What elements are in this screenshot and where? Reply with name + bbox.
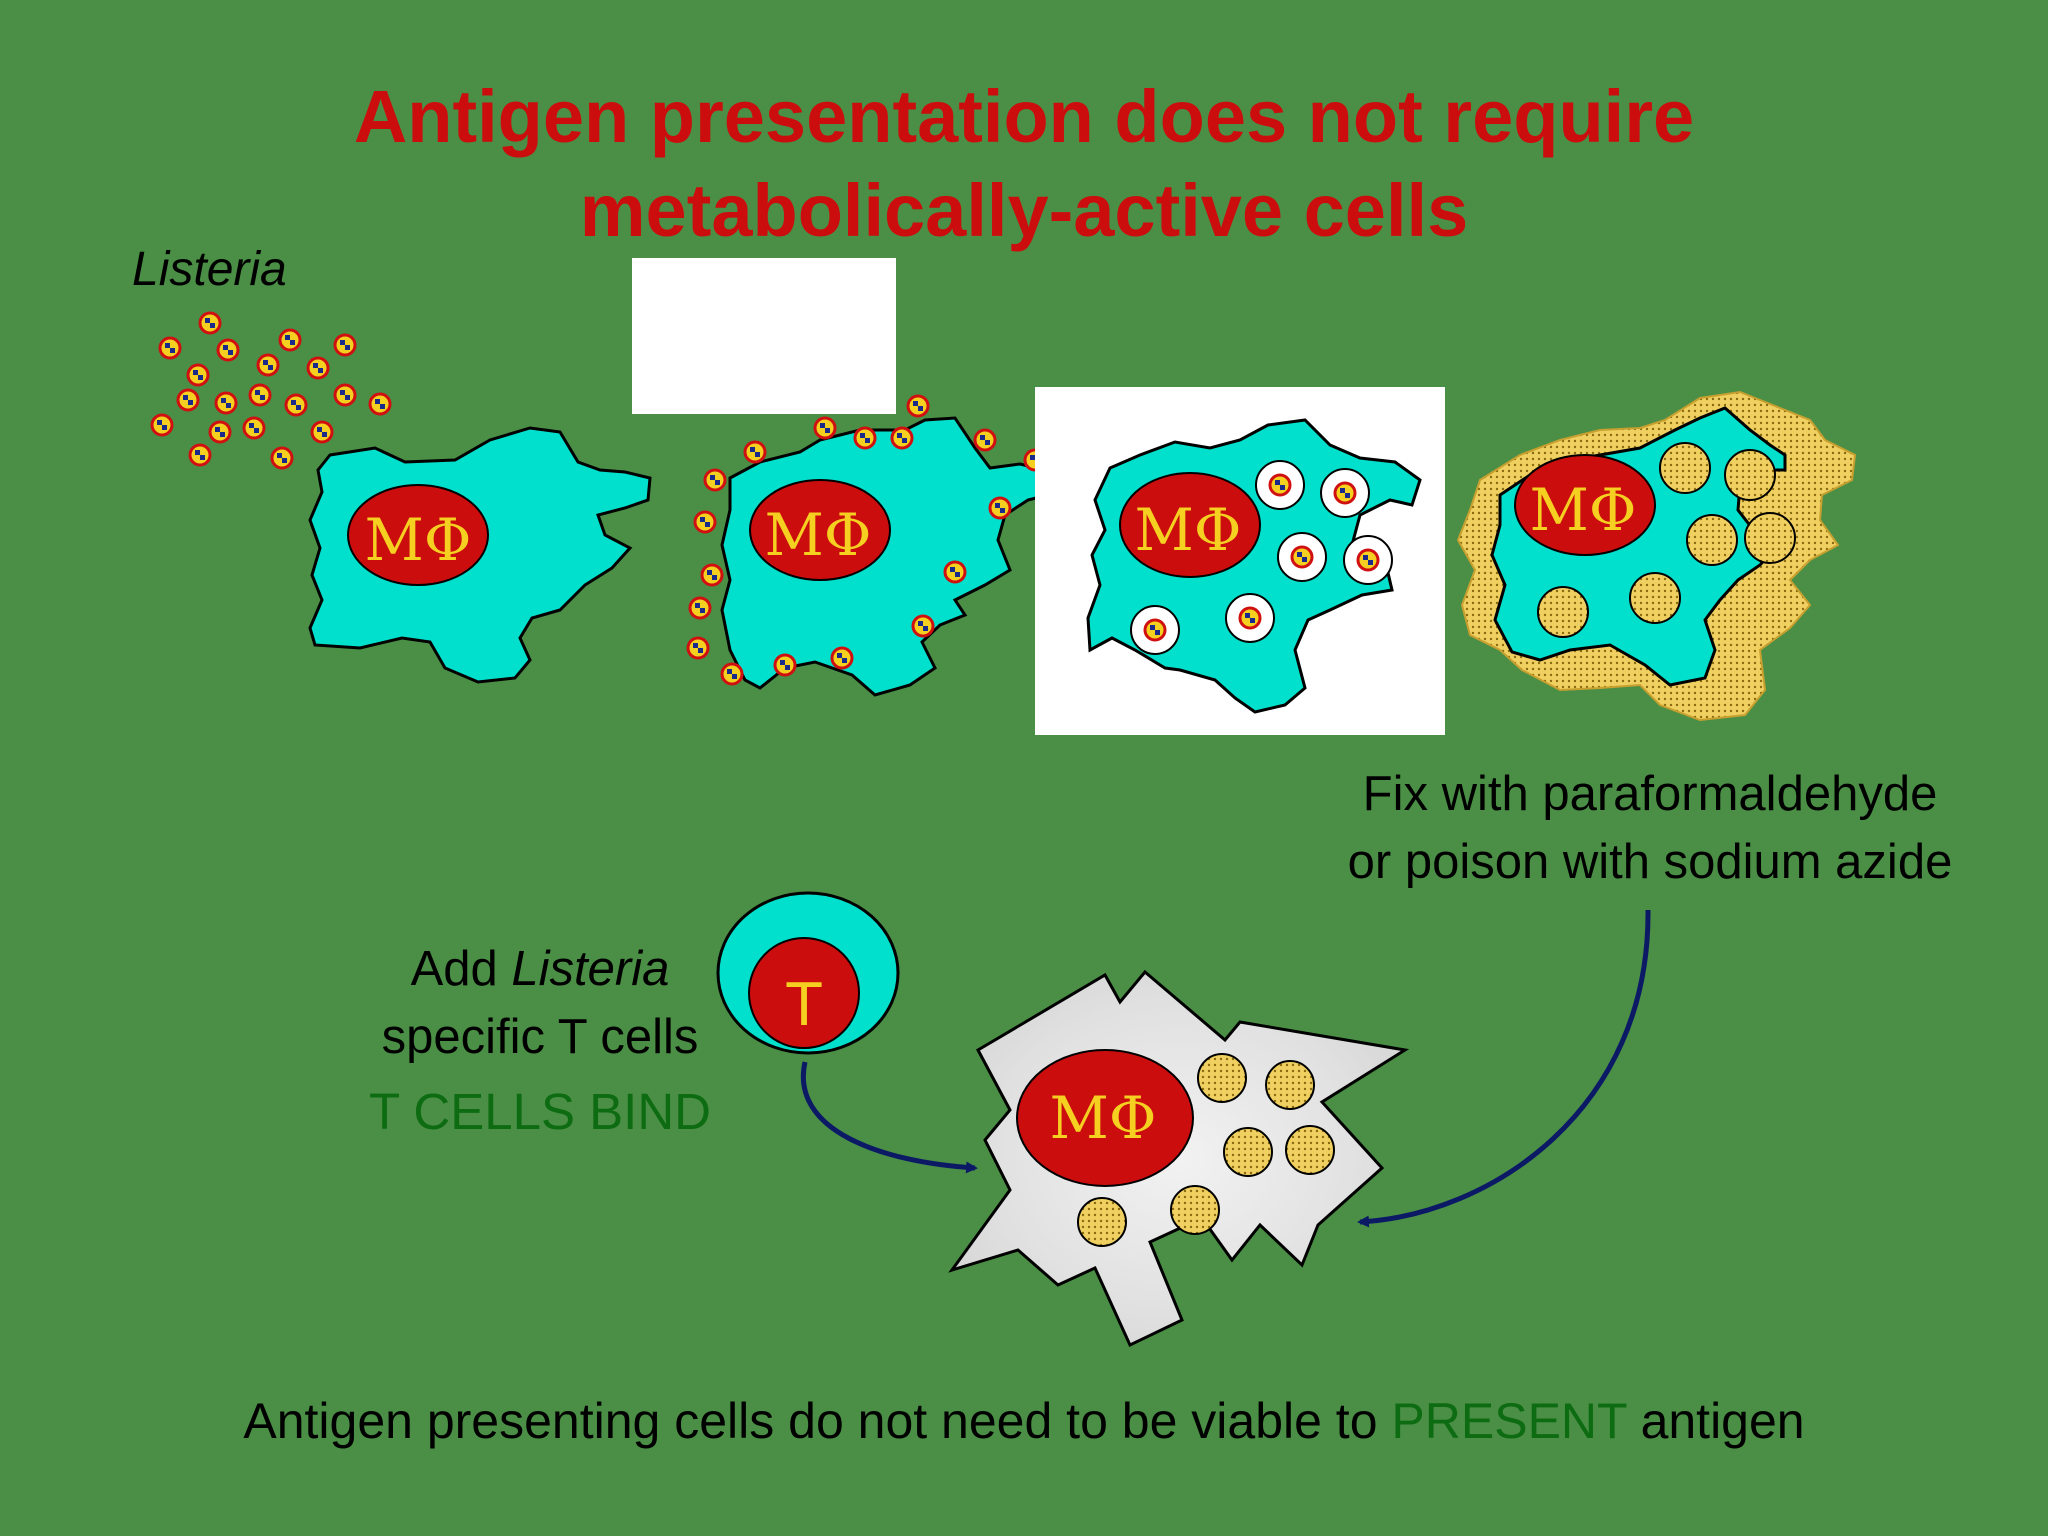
fixation-arrow — [1357, 909, 1651, 1228]
macrophage-with-listeria: MΦ — [686, 394, 1050, 697]
add-line-2: specific T cells — [381, 1010, 699, 1064]
conclusion-suffix: antigen — [1626, 1393, 1805, 1449]
title-line-1: Antigen presentation does not require — [353, 75, 1695, 158]
page-title: Antigen presentation does not require me… — [0, 70, 2048, 258]
title-line-2: metabolically-active cells — [579, 169, 1469, 252]
fixation-caption: Fix with paraformaldehyde or poison with… — [1240, 760, 2048, 896]
listeria-label: Listeria — [132, 243, 287, 296]
listeria-bacteria-cluster — [150, 311, 392, 470]
t-cell-label: T — [785, 970, 823, 1039]
macrophage-label: MΦ — [1135, 496, 1242, 564]
macrophage-label: MΦ — [765, 501, 872, 569]
macrophage-label: MΦ — [1530, 476, 1637, 544]
macrophage-fixed: MΦ — [1456, 390, 1857, 722]
nucleus — [1514, 454, 1656, 556]
t-cells-bind-label: T CELLS BIND — [368, 1083, 711, 1140]
t-cell: T — [716, 891, 900, 1055]
t-cell-arrow — [800, 1061, 978, 1174]
nucleus — [1119, 472, 1261, 578]
add-listeria-italic: Listeria — [511, 942, 670, 996]
macrophage-resting: MΦ — [308, 426, 652, 684]
dead-phagosomes — [1077, 1053, 1335, 1247]
add-line-1: Add Listeria — [340, 935, 740, 1003]
conclusion-text: Antigen presenting cells do not need to … — [0, 1392, 2048, 1450]
nucleus — [1016, 1049, 1194, 1187]
conclusion-prefix: Antigen presenting cells do not need to … — [243, 1393, 1392, 1449]
blank-box — [632, 258, 896, 414]
add-prefix: Add — [410, 942, 512, 996]
fixation-line-2: or poison with sodium azide — [1347, 835, 1953, 889]
fixed-phagosomes — [1537, 442, 1796, 638]
macrophage-phagocytosed-panel: MΦ — [1035, 387, 1445, 735]
macrophage-label: MΦ — [365, 506, 472, 574]
nucleus — [749, 479, 891, 581]
macrophage-dead: MΦ — [948, 969, 1410, 1348]
conclusion-highlight: PRESENT — [1391, 1393, 1627, 1449]
fixation-line-1: Fix with paraformaldehyde — [1362, 767, 1938, 821]
macrophage-label: MΦ — [1050, 1084, 1157, 1152]
add-t-cells-caption: Add Listeria specific T cells — [340, 935, 740, 1071]
phagosomes — [1130, 460, 1393, 655]
nucleus — [347, 484, 489, 586]
